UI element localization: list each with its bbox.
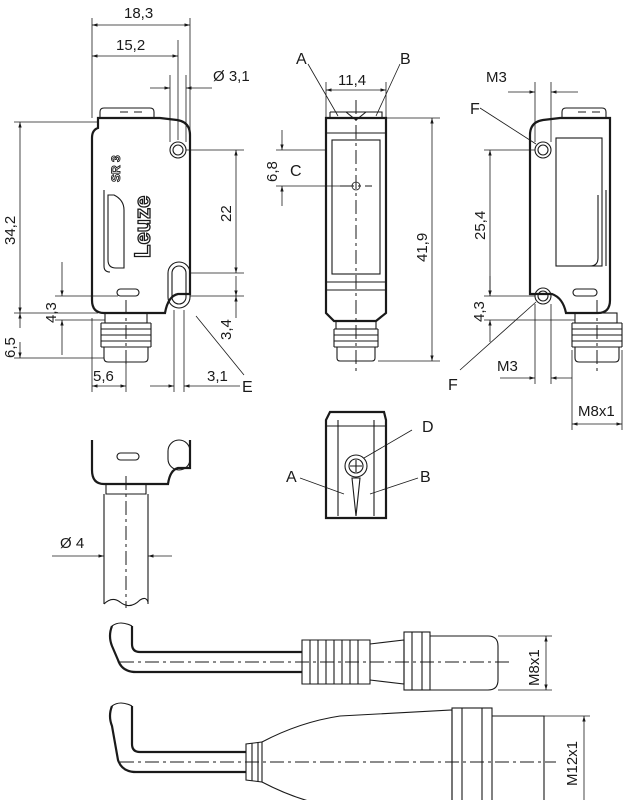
dim-height-total: 41,9: [414, 233, 431, 262]
back-lens-window: [555, 137, 603, 267]
dim-hole-spacing: 22: [218, 205, 235, 222]
dim-offset-5-6: 5,6: [93, 368, 114, 385]
label-a-top: A: [286, 469, 297, 486]
dim-optical-axis: 6,8: [264, 161, 281, 182]
side-view: Leuze SR 3: [90, 107, 192, 368]
dim-thread-top: M3: [486, 69, 507, 86]
label-f-top: F: [470, 101, 480, 118]
label-b-front: B: [400, 51, 411, 68]
back-led-indicator: [572, 288, 598, 297]
mounting-slot: [167, 261, 191, 309]
dim-thread-bottom: M3: [497, 358, 518, 375]
dim-connector-m12-side: M12x1: [564, 741, 581, 786]
dim-connector-m8: M8x1: [578, 403, 615, 420]
dim-width-total: 18,3: [124, 5, 153, 22]
led-indicator: [116, 288, 140, 297]
front-lens-window: [331, 139, 381, 275]
back-mounting-hole-top: [534, 141, 552, 159]
front-view-dimensions: 11,4 A B 6,8 C 41,9: [264, 51, 440, 362]
dim-bottom-3-1: 3,1: [207, 368, 228, 385]
label-d: D: [422, 419, 434, 436]
adjust-screw: [344, 454, 368, 478]
dim-bottom-4-3-left: 4,3: [43, 302, 60, 323]
brand-logo: Leuze: [130, 196, 155, 258]
dim-connector-m8-side: M8x1: [526, 649, 543, 686]
cable-variant: Ø 4: [52, 439, 192, 608]
label-c: C: [290, 163, 302, 180]
dim-hole-spacing-back: 25,4: [472, 211, 489, 240]
side-view-window: [107, 194, 125, 269]
side-view-body: [90, 116, 192, 315]
dim-cable-dia: Ø 4: [60, 535, 84, 552]
dim-width-mount: 15,2: [116, 37, 145, 54]
dim-hole-dia: Ø 3,1: [213, 68, 250, 85]
label-b-top: B: [420, 469, 431, 486]
label-e: E: [242, 379, 253, 396]
back-view: [528, 107, 623, 372]
label-f-bottom: F: [448, 377, 458, 394]
dim-bottom-4-3-right: 4,3: [471, 301, 488, 322]
m8-cable-connector: M8x1: [108, 622, 552, 691]
model-label: SR 3: [109, 155, 123, 182]
front-view: [324, 100, 388, 372]
m12-cable-connector: M12x1: [108, 702, 590, 800]
back-view-dimensions: M3 F 25,4 4,3 F M3 M8x1: [448, 69, 623, 430]
label-a-front: A: [296, 51, 307, 68]
dim-height-body: 34,2: [2, 216, 19, 245]
dim-front-width: 11,4: [338, 72, 366, 89]
top-view: D A B: [286, 410, 434, 520]
mounting-hole-top: [169, 141, 187, 159]
dim-connector-6-5: 6,5: [2, 337, 19, 358]
side-view-dimensions: 18,3 15,2 Ø 3,1 34,2 22 3,4 4,3: [2, 5, 253, 396]
dim-offset-3-4: 3,4: [218, 319, 235, 340]
top-view-body: [324, 410, 388, 520]
back-mounting-hole-bottom: [534, 287, 552, 305]
